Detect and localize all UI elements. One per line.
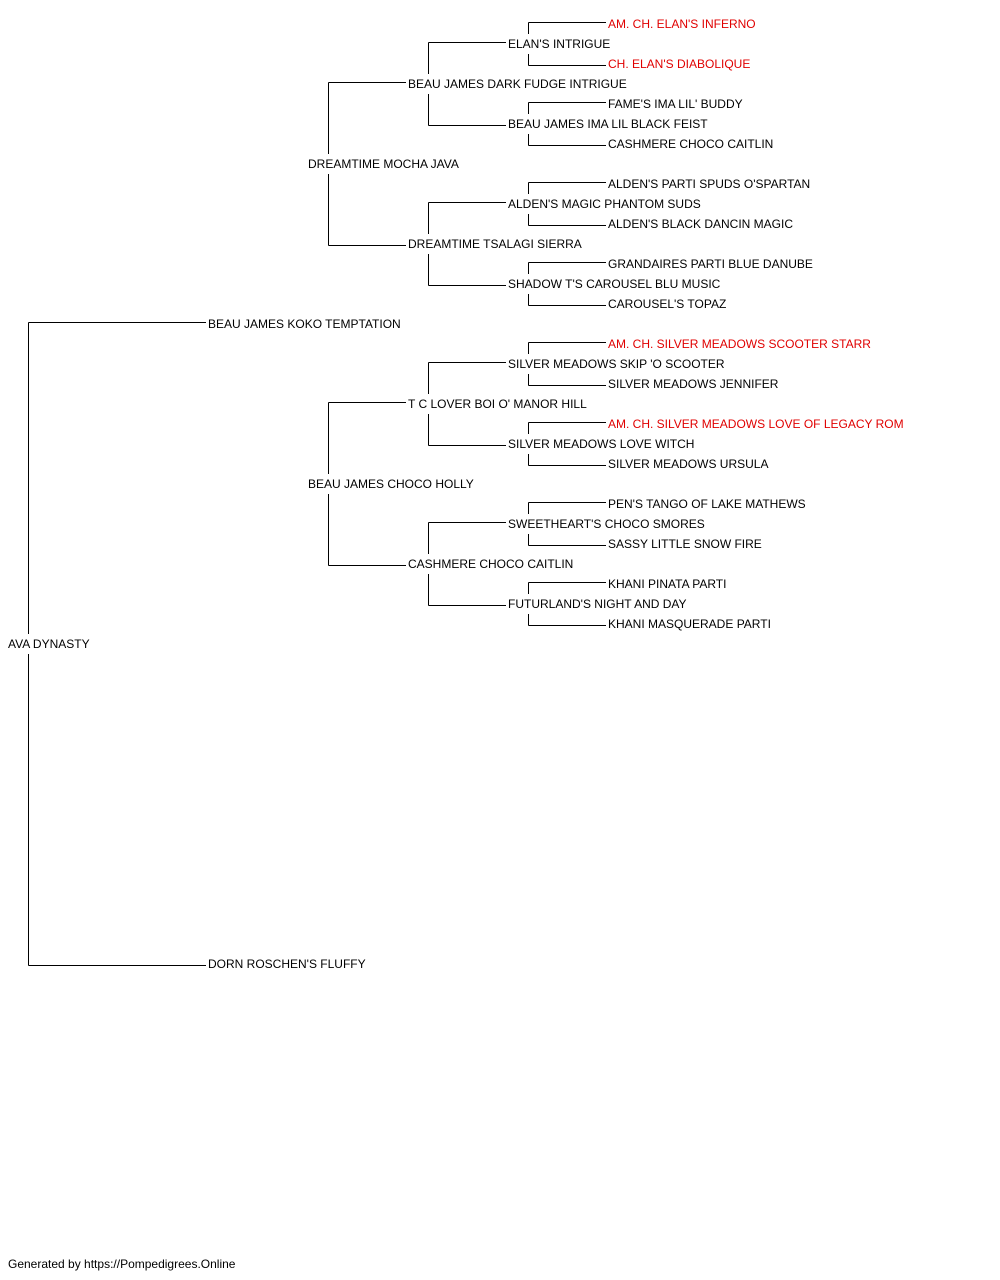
pedigree-name-ssdd[interactable]: SHADOW T'S CAROUSEL BLU MUSIC xyxy=(508,277,723,291)
pedigree-name-ssssd[interactable]: CH. ELAN'S DIABOLIQUE xyxy=(608,57,753,71)
pedigree-name-sssss[interactable]: AM. CH. ELAN'S INFERNO xyxy=(608,17,758,31)
pedigree-name-sssd[interactable]: BEAU JAMES IMA LIL BLACK FEIST xyxy=(508,117,710,131)
pedigree-name-subject[interactable]: AVA DYNASTY xyxy=(8,637,92,651)
pedigree-name-sdddd[interactable]: KHANI MASQUERADE PARTI xyxy=(608,617,773,631)
pedigree-name-sddds[interactable]: KHANI PINATA PARTI xyxy=(608,577,729,591)
pedigree-name-sire[interactable]: BEAU JAMES KOKO TEMPTATION xyxy=(208,317,403,331)
generated-by-footer: Generated by https://Pompedigrees.Online xyxy=(8,1257,236,1271)
pedigree-name-sdsdd[interactable]: SILVER MEADOWS URSULA xyxy=(608,457,771,471)
pedigree-name-sdsss[interactable]: AM. CH. SILVER MEADOWS SCOOTER STARR xyxy=(608,337,873,351)
pedigree-name-sds[interactable]: T C LOVER BOI O' MANOR HILL xyxy=(408,397,589,411)
pedigree-name-sddsd[interactable]: SASSY LITTLE SNOW FIRE xyxy=(608,537,764,551)
pedigree-name-ssdss[interactable]: ALDEN'S PARTI SPUDS O'SPARTAN xyxy=(608,177,813,191)
pedigree-name-sss[interactable]: BEAU JAMES DARK FUDGE INTRIGUE xyxy=(408,77,629,91)
pedigree-name-sdd[interactable]: CASHMERE CHOCO CAITLIN xyxy=(408,557,576,571)
pedigree-name-sdss[interactable]: SILVER MEADOWS SKIP 'O SCOOTER xyxy=(508,357,727,371)
pedigree-name-ssds[interactable]: ALDEN'S MAGIC PHANTOM SUDS xyxy=(508,197,703,211)
pedigree-name-sddss[interactable]: PEN'S TANGO OF LAKE MATHEWS xyxy=(608,497,808,511)
pedigree-name-ssddd[interactable]: CAROUSEL'S TOPAZ xyxy=(608,297,729,311)
pedigree-name-ssss[interactable]: ELAN'S INTRIGUE xyxy=(508,37,613,51)
pedigree-name-sdsd[interactable]: SILVER MEADOWS LOVE WITCH xyxy=(508,437,697,451)
pedigree-name-ss[interactable]: DREAMTIME MOCHA JAVA xyxy=(308,157,461,171)
pedigree-name-ssdsd[interactable]: ALDEN'S BLACK DANCIN MAGIC xyxy=(608,217,795,231)
pedigree-name-sdsds[interactable]: AM. CH. SILVER MEADOWS LOVE OF LEGACY RO… xyxy=(608,417,906,431)
pedigree-name-ssd[interactable]: DREAMTIME TSALAGI SIERRA xyxy=(408,237,584,251)
pedigree-name-sdssd[interactable]: SILVER MEADOWS JENNIFER xyxy=(608,377,781,391)
pedigree-name-sdds[interactable]: SWEETHEART'S CHOCO SMORES xyxy=(508,517,707,531)
pedigree-name-sssds[interactable]: FAME'S IMA LIL' BUDDY xyxy=(608,97,745,111)
pedigree-name-sddd[interactable]: FUTURLAND'S NIGHT AND DAY xyxy=(508,597,689,611)
pedigree-name-sssdd[interactable]: CASHMERE CHOCO CAITLIN xyxy=(608,137,776,151)
pedigree-name-sd[interactable]: BEAU JAMES CHOCO HOLLY xyxy=(308,477,476,491)
pedigree-name-dam[interactable]: DORN ROSCHEN'S FLUFFY xyxy=(208,957,368,971)
pedigree-name-ssdds[interactable]: GRANDAIRES PARTI BLUE DANUBE xyxy=(608,257,815,271)
